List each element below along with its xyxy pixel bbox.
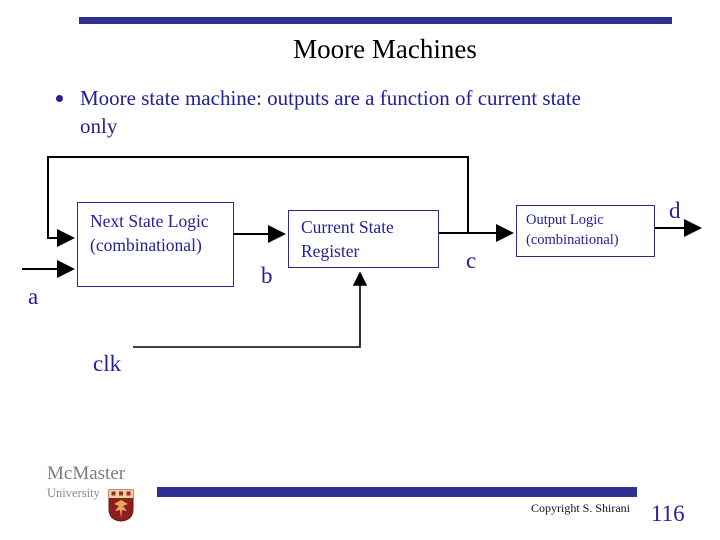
box-next-state-logic-line2: (combinational)	[90, 235, 202, 256]
mcmaster-crest-icon	[108, 489, 134, 522]
signal-label-b: b	[261, 263, 273, 288]
signal-label-clk: clk	[93, 351, 122, 376]
box-output-logic: Output Logic (combinational)	[516, 205, 655, 257]
logo-sub-text: University	[47, 486, 100, 500]
top-accent-bar	[79, 17, 672, 24]
bullet-item: Moore state machine: outputs are a funct…	[52, 84, 672, 140]
bullet-text: Moore state machine: outputs are a funct…	[80, 84, 672, 140]
box-current-state-register-line2: Register	[301, 241, 360, 262]
page-title: Moore Machines	[293, 34, 477, 64]
bullet-line-2: only	[80, 114, 118, 138]
bullet-line-1: Moore state machine: outputs are a funct…	[80, 86, 581, 110]
mcmaster-logo: McMaster University	[47, 464, 147, 524]
signal-label-d: d	[669, 198, 681, 223]
bottom-accent-bar	[157, 487, 637, 497]
box-next-state-logic-line1: Next State Logic	[90, 211, 209, 231]
logo-name-text: McMaster	[47, 463, 126, 484]
copyright-text: Copyright S. Shirani	[530, 501, 630, 515]
box-output-logic-line2: (combinational)	[526, 232, 619, 249]
page-number: 116	[651, 501, 685, 526]
box-next-state-logic: Next State Logic (combinational)	[77, 202, 234, 287]
bullet-marker-icon	[56, 95, 63, 102]
box-current-state-register-line1: Current State	[301, 217, 394, 237]
box-output-logic-line1: Output Logic	[526, 212, 604, 228]
signal-label-c: c	[466, 248, 477, 273]
box-current-state-register: Current State Register	[288, 210, 439, 268]
signal-label-a: a	[28, 284, 39, 309]
